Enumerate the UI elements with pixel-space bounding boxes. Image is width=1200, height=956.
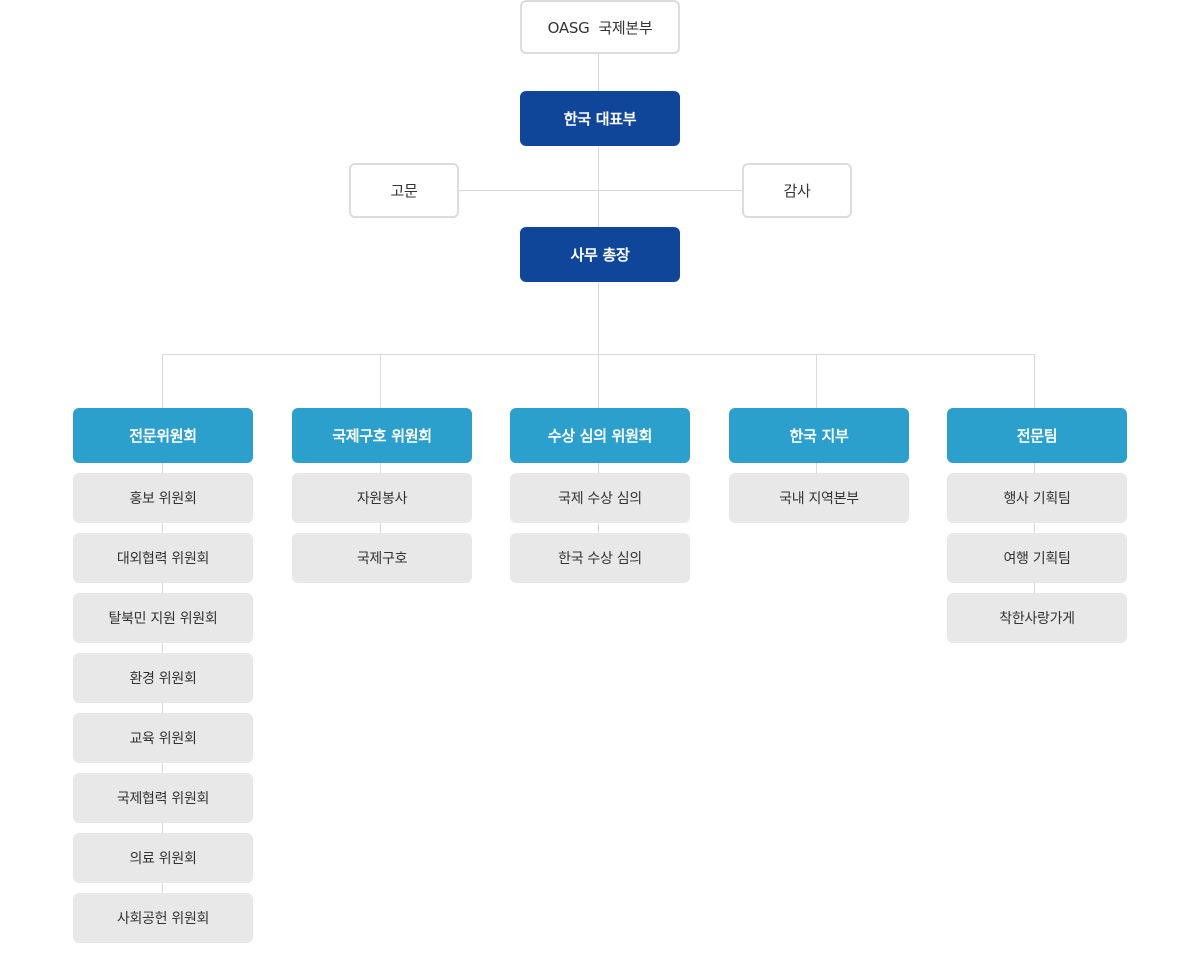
division-node: 전문팀 — [947, 408, 1127, 463]
connector-division-3 — [598, 354, 599, 408]
unit-node: 한국 수상 심의 — [510, 533, 690, 583]
oasg-headquarters-node: OASG 국제본부 — [520, 0, 680, 54]
unit-node: 환경 위원회 — [73, 653, 253, 703]
unit-node: 자원봉사 — [292, 473, 472, 523]
secretary-general-node: 사무 총장 — [520, 227, 680, 282]
unit-node: 국제협력 위원회 — [73, 773, 253, 823]
division-node: 전문위원회 — [73, 408, 253, 463]
division-node: 국제구호 위원회 — [292, 408, 472, 463]
unit-node: 행사 기획팀 — [947, 473, 1127, 523]
division-node: 한국 지부 — [729, 408, 909, 463]
connector-division-4 — [816, 354, 817, 408]
unit-node: 의료 위원회 — [73, 833, 253, 883]
advisor-node: 고문 — [349, 163, 459, 218]
korea-representative-node: 한국 대표부 — [520, 91, 680, 146]
unit-node: 국제구호 — [292, 533, 472, 583]
connector-division-1 — [162, 354, 163, 408]
auditor-node: 감사 — [742, 163, 852, 218]
connector-division-5 — [1034, 354, 1035, 408]
unit-node: 홍보 위원회 — [73, 473, 253, 523]
unit-node: 대외협력 위원회 — [73, 533, 253, 583]
unit-node: 탈북민 지원 위원회 — [73, 593, 253, 643]
unit-node: 여행 기획팀 — [947, 533, 1127, 583]
unit-node: 국제 수상 심의 — [510, 473, 690, 523]
division-node: 수상 심의 위원회 — [510, 408, 690, 463]
unit-node: 착한사랑가게 — [947, 593, 1127, 643]
connector-main-vertical — [598, 54, 599, 354]
connector-division-2 — [380, 354, 381, 408]
connector-advisor-auditor — [458, 190, 743, 191]
unit-node: 교육 위원회 — [73, 713, 253, 763]
unit-node: 국내 지역본부 — [729, 473, 909, 523]
unit-node: 사회공헌 위원회 — [73, 893, 253, 943]
